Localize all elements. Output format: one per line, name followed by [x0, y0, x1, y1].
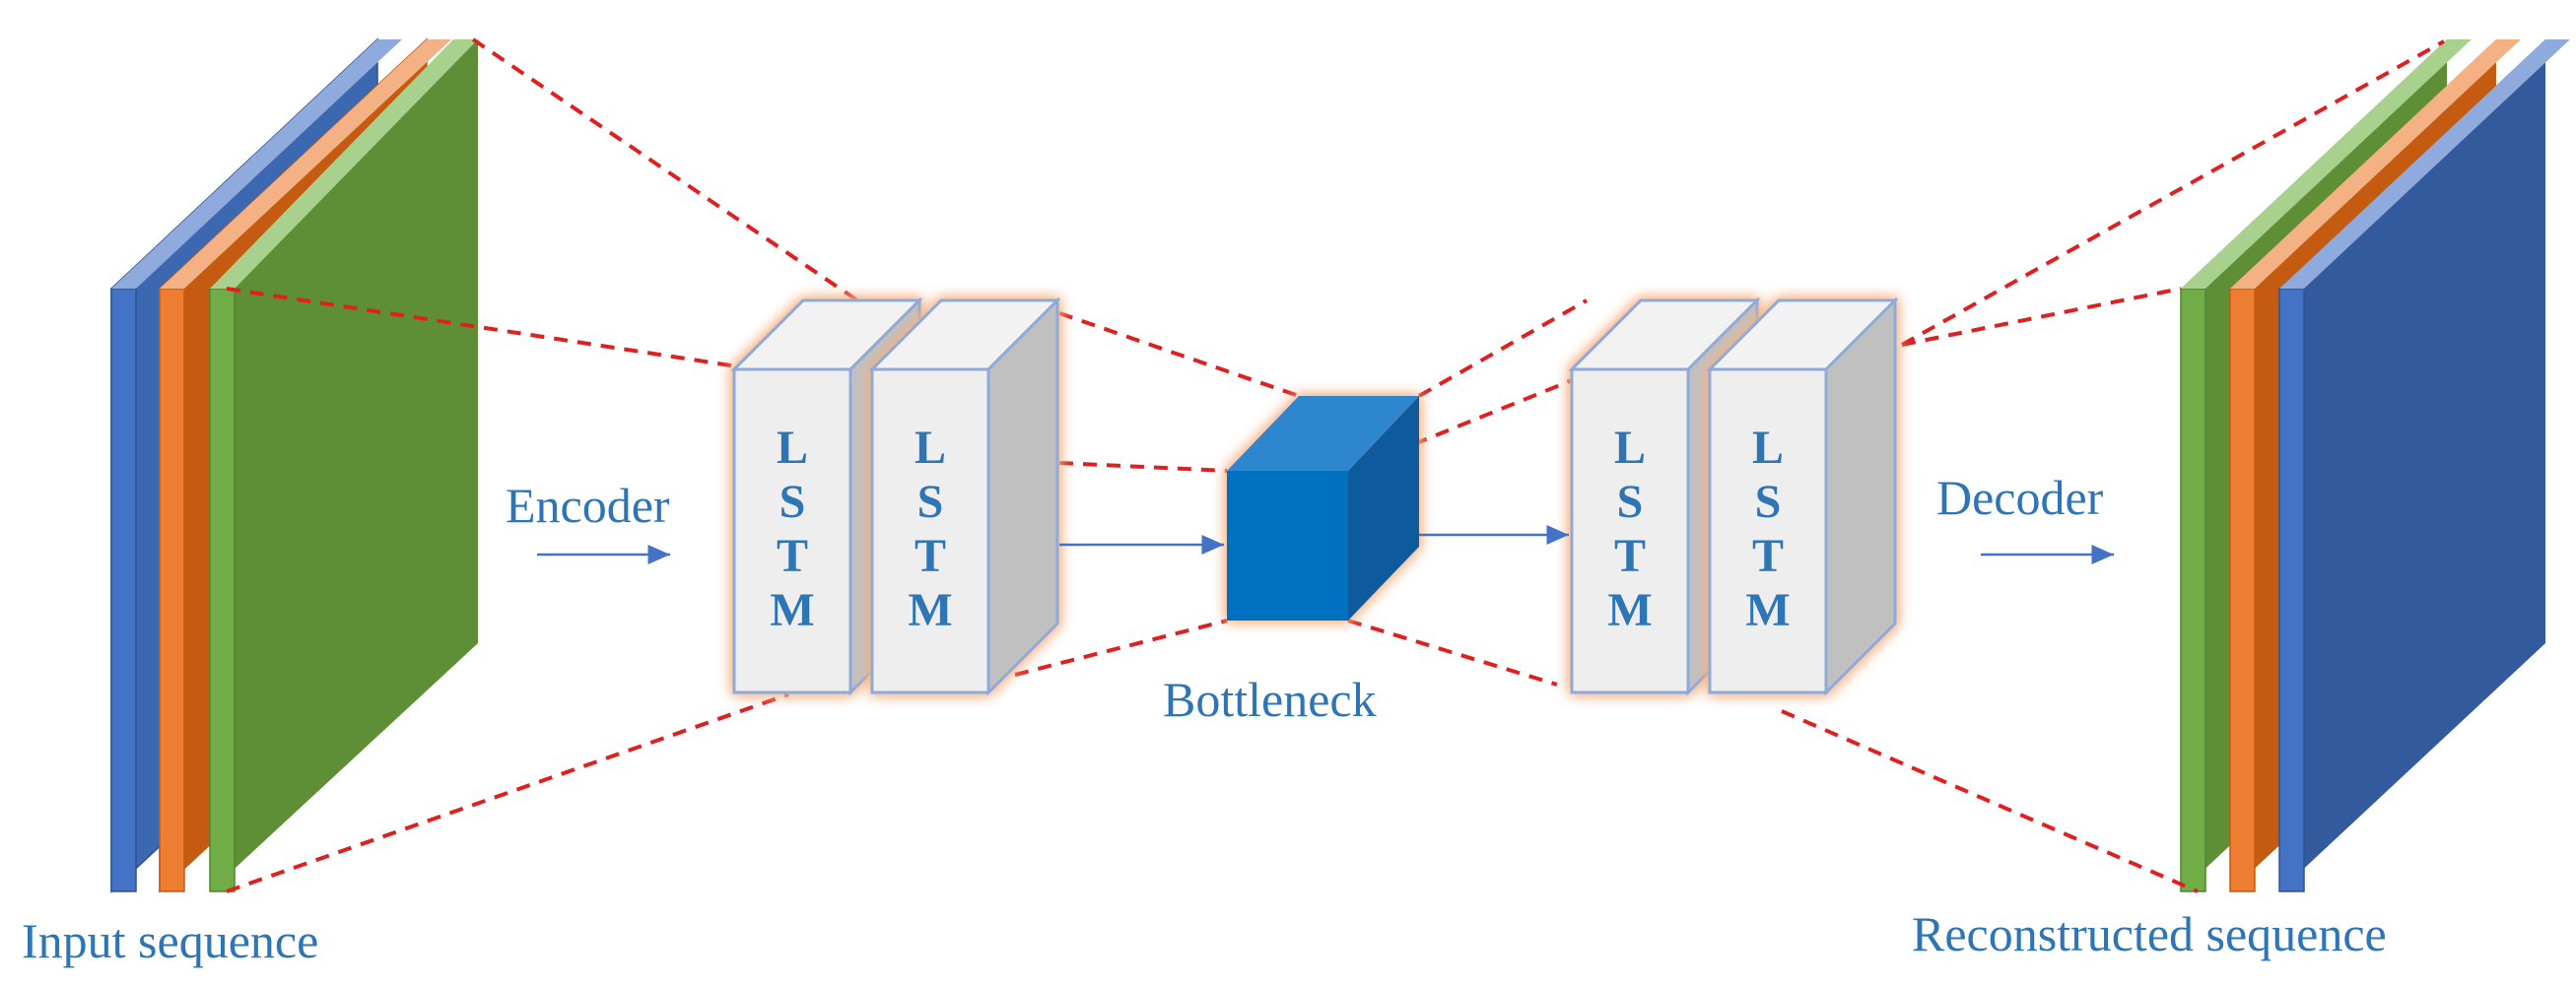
bottleneck-cube: [1227, 396, 1419, 621]
lstm-letter: T: [1614, 530, 1646, 582]
output-sequence-stack: [2180, 39, 2570, 892]
bottleneck-label: Bottleneck: [1163, 672, 1377, 727]
reconstructed-sequence-label: Reconstructed sequence: [1912, 906, 2387, 961]
input-sequence-label: Input sequence: [22, 913, 318, 968]
input-frame-green: [209, 39, 478, 892]
lstm-letter: L: [777, 422, 808, 474]
dashed-connectors: [226, 37, 2445, 893]
output-frame-blue: [2278, 39, 2570, 892]
decoder-lstm-block-2: [1706, 296, 1899, 696]
decoder-label: Decoder: [1936, 470, 2104, 525]
encoder-lstm-block-2: [868, 296, 1061, 696]
lstm-letter: M: [908, 584, 952, 636]
lstm-letter: M: [1607, 584, 1652, 636]
encoder-label: Encoder: [506, 478, 670, 533]
lstm-letter: T: [915, 530, 946, 582]
lstm-letter: S: [1755, 476, 1782, 528]
lstm-letter: S: [917, 476, 944, 528]
lstm-letter: T: [1752, 530, 1784, 582]
lstm-letter: S: [1617, 476, 1644, 528]
lstm-letter: L: [1752, 422, 1784, 474]
lstm-letter: S: [780, 476, 806, 528]
lstm-letter: M: [770, 584, 814, 636]
lstm-letter: M: [1745, 584, 1790, 636]
lstm-letter: L: [1614, 422, 1646, 474]
lstm-letter: L: [915, 422, 946, 474]
input-sequence-stack: [110, 37, 478, 893]
lstm-letter: T: [777, 530, 808, 582]
